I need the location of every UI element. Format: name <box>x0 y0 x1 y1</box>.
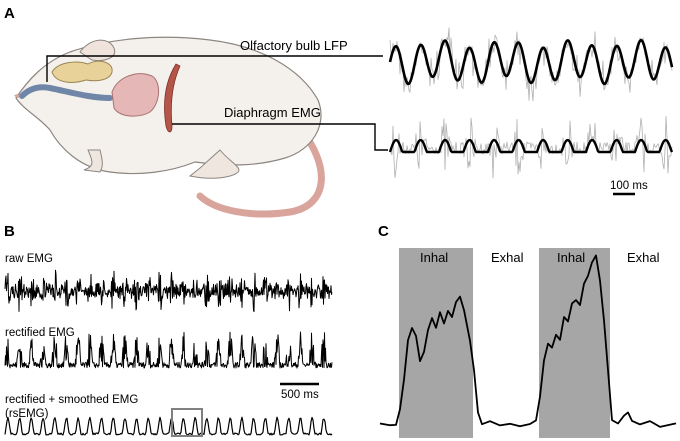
rsemg-label-line1: rectified + smoothed EMG <box>5 394 138 406</box>
rsemg-zoom-trace-group <box>379 254 677 428</box>
rat-nose <box>14 94 20 98</box>
panel-letter-c: C <box>378 223 389 240</box>
rsemg-trace <box>4 416 333 436</box>
rectified-emg-label: rectified EMG <box>5 327 75 339</box>
rat-tail <box>196 124 325 218</box>
olfactory-bulb-lfp-label: Olfactory bulb LFP <box>240 38 348 53</box>
lung <box>111 73 159 117</box>
diaphragm-muscle <box>164 63 181 133</box>
emg-raw-trace <box>389 115 673 179</box>
scale-bar-label-500ms: 500 ms <box>281 389 319 401</box>
inhalation-shade-2 <box>539 248 610 438</box>
raw-emg-trace <box>4 269 333 313</box>
phase-label-exhal-2: Exhal <box>627 250 660 265</box>
phase-label-inhal-2: Inhal <box>557 250 585 265</box>
phase-label-inhal-1: Inhal <box>420 250 448 265</box>
scale-bar-label-100ms: 100 ms <box>610 180 648 192</box>
lfp-raw-trace <box>389 27 673 102</box>
rat-hind-leg <box>188 149 240 179</box>
rsemg-zoom-trace <box>379 254 677 428</box>
nasal-airway <box>19 84 113 101</box>
rectified-emg-trace-group <box>4 331 333 369</box>
lfp-filtered-trace <box>388 38 674 86</box>
rsemg-label-line2: (rsEMG) <box>5 408 49 420</box>
rsemg-trace-group <box>4 416 333 436</box>
zoom-highlight-box <box>171 408 203 437</box>
diaphragm-emg-label: Diaphragm EMG <box>224 105 321 120</box>
raw-emg-trace-group <box>4 269 333 313</box>
diaphragm-emg-trace-group <box>388 115 674 179</box>
phase-label-exhal-1: Exhal <box>491 250 524 265</box>
diaphragm-connector-line <box>172 123 388 151</box>
emg-envelope-trace <box>388 138 674 154</box>
panel-letter-a: A <box>4 5 15 22</box>
olfactory-bulb <box>51 60 113 83</box>
olfactory-connector-line <box>46 55 383 82</box>
olfactory-lfp-trace-group <box>388 27 674 102</box>
inhalation-shade-1 <box>399 248 473 438</box>
rat-illustration <box>14 36 325 218</box>
rectified-emg-trace <box>4 331 333 369</box>
panel-letter-b: B <box>4 223 15 240</box>
rat-front-leg <box>83 149 103 173</box>
raw-emg-label: raw EMG <box>5 253 53 265</box>
